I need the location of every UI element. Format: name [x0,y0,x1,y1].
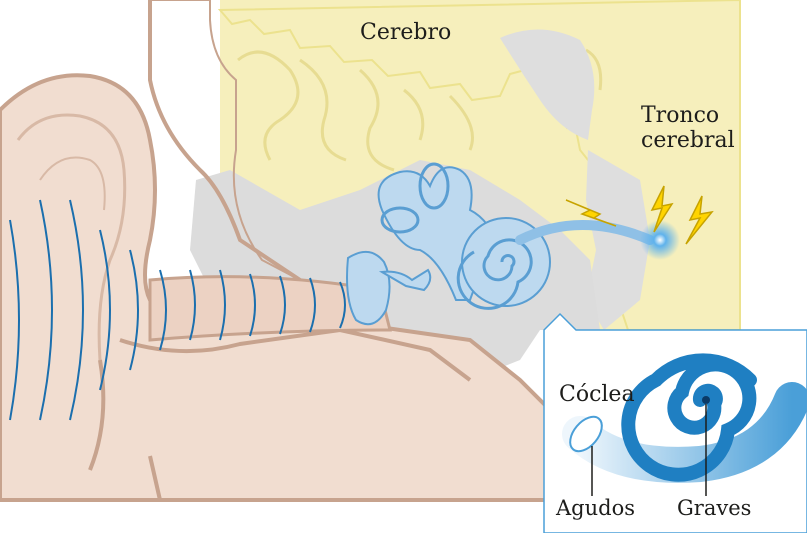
label-cochlea: Cóclea [559,383,635,408]
label-brainstem-line2: cerebral [641,129,735,154]
label-low-frequencies: Graves [677,497,751,521]
label-brain: Cerebro [360,21,451,46]
label-high-frequencies: Agudos [556,497,635,521]
label-brainstem: Tronco cerebral [641,104,735,153]
label-brainstem-line1: Tronco [641,104,735,129]
